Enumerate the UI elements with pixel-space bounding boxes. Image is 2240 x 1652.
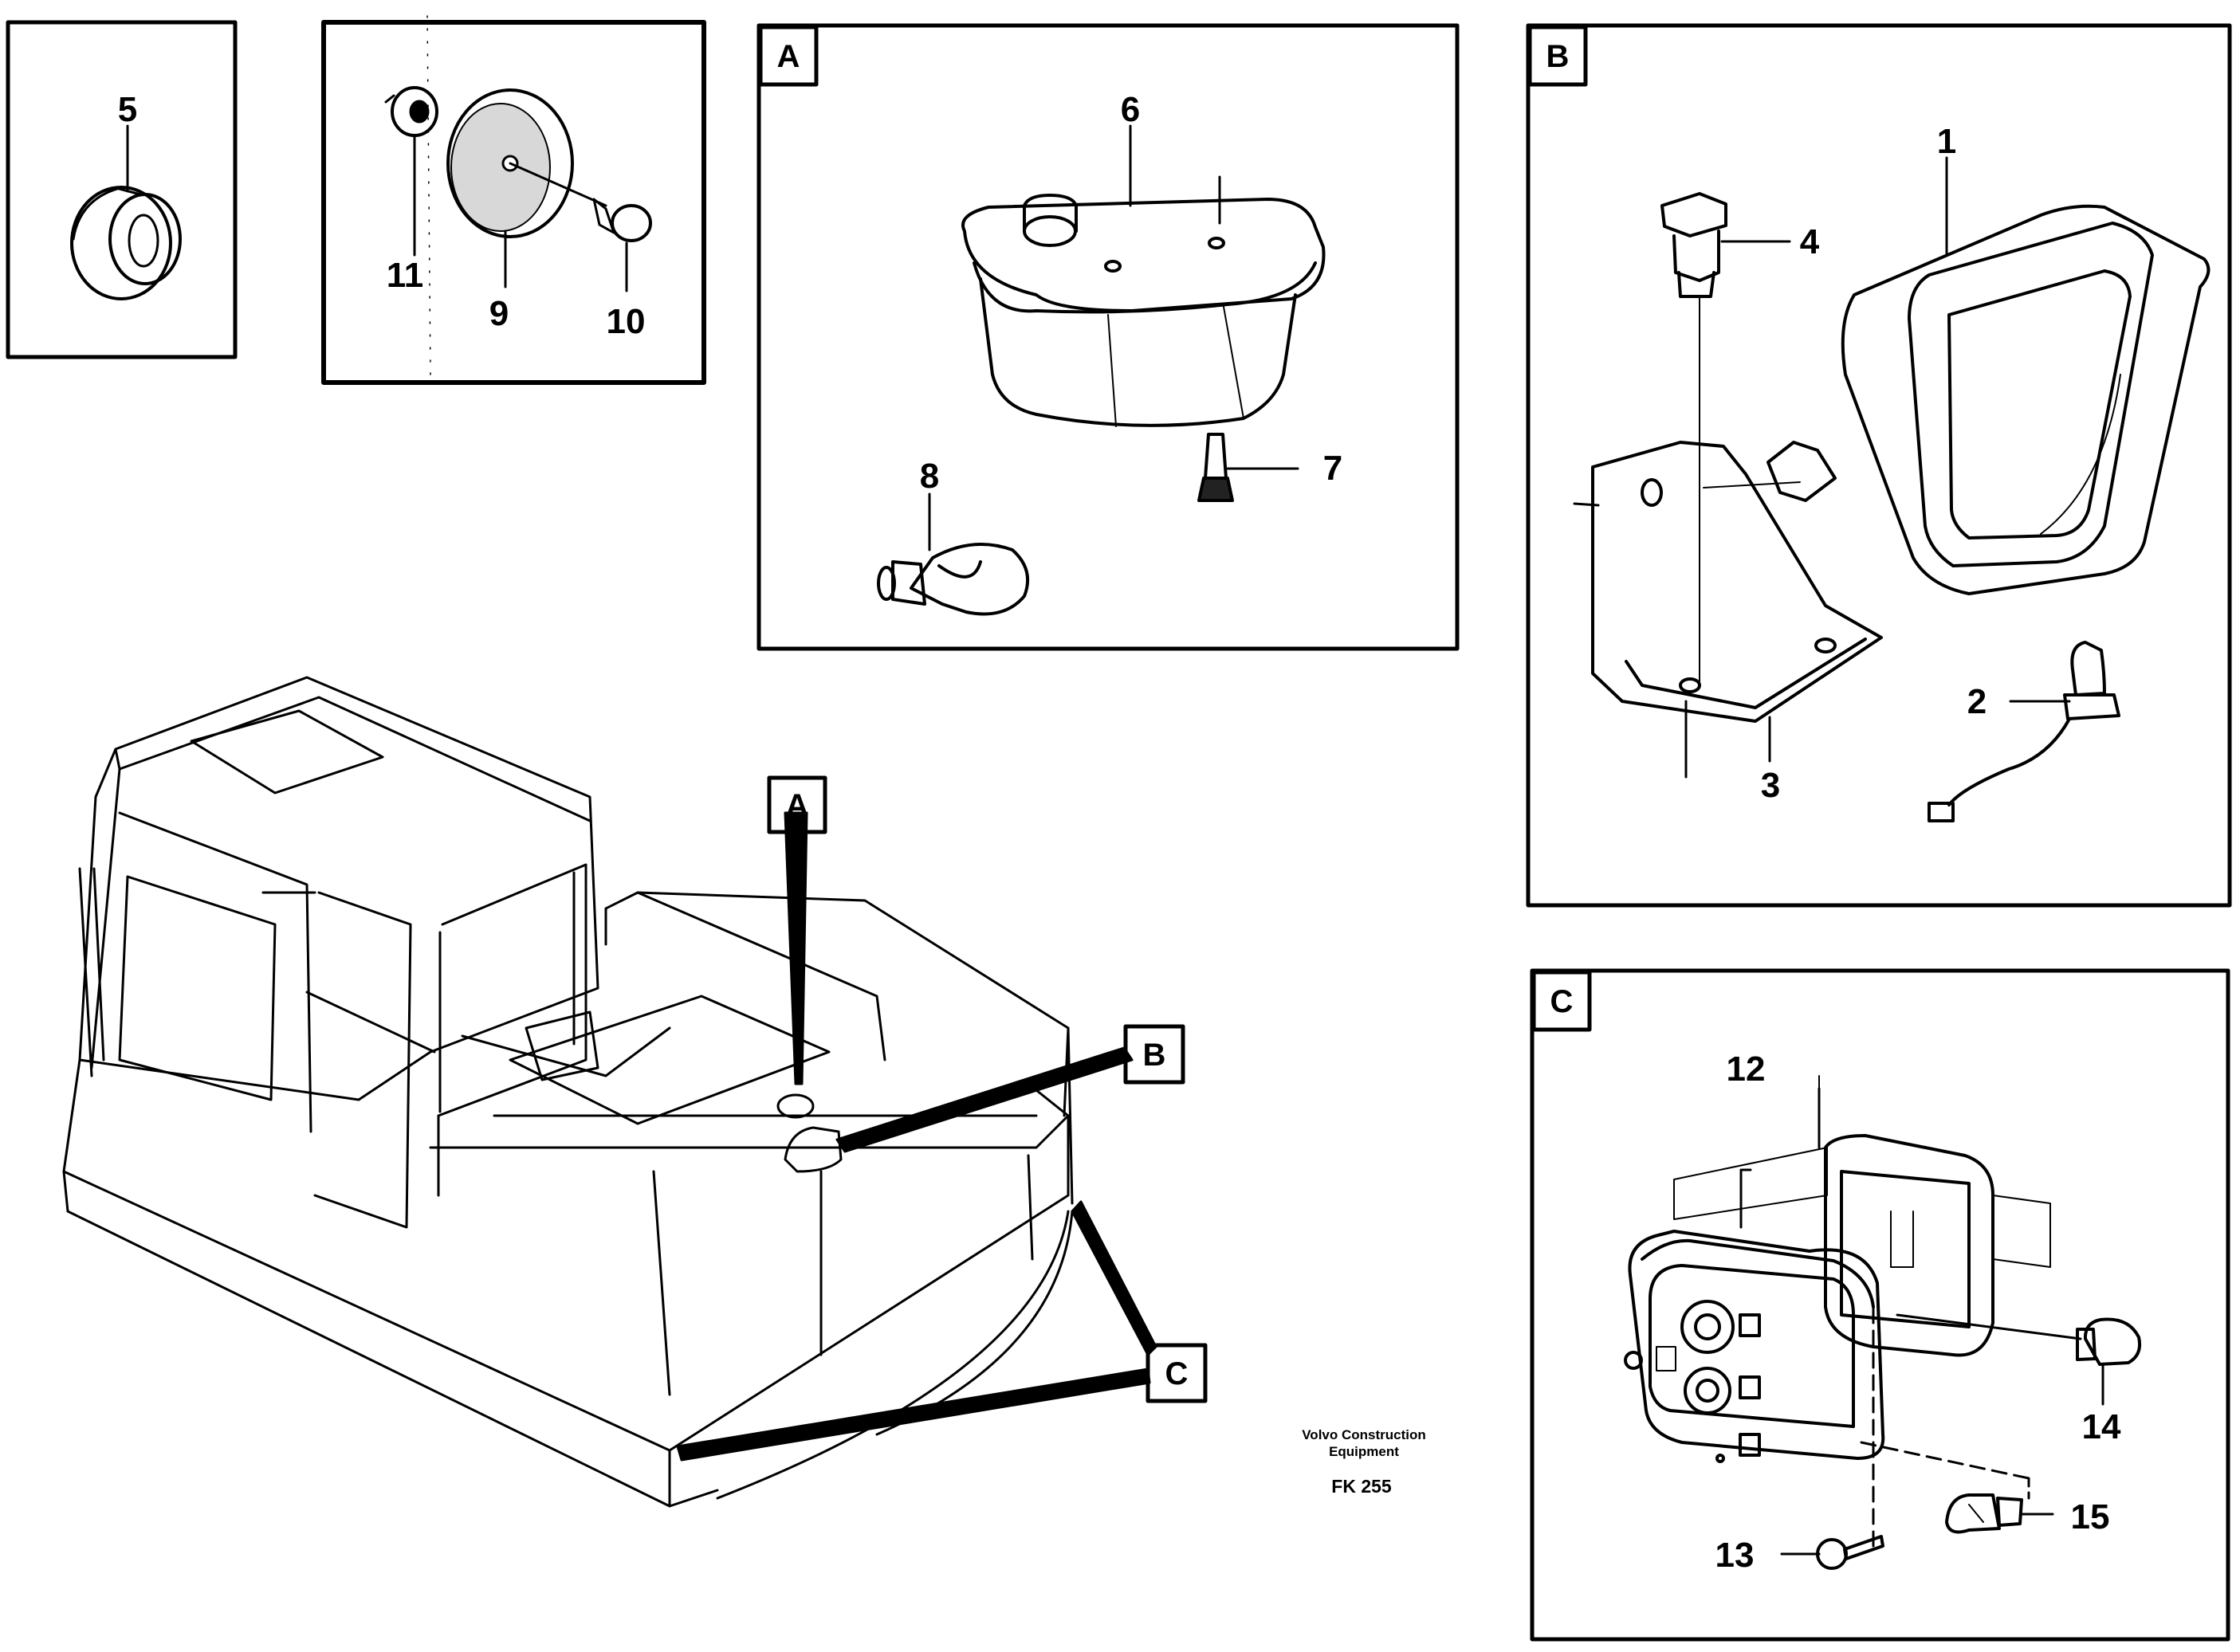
work-light-icon bbox=[1766, 204, 2211, 595]
tag-label-b: B bbox=[1546, 39, 1570, 74]
callout-7: 7 bbox=[1323, 449, 1342, 488]
screw-icon bbox=[1197, 433, 1234, 502]
tail-light-icon bbox=[1624, 1134, 2051, 1463]
detail-frame-grommet bbox=[6, 20, 238, 359]
detail-frame-a bbox=[756, 23, 1460, 651]
tag-b-marker bbox=[835, 1046, 1134, 1153]
nut-icon bbox=[384, 86, 438, 137]
detail-frame-reflector bbox=[321, 20, 706, 385]
tag-box-main-a bbox=[767, 775, 827, 834]
figure-code: FK 255 bbox=[1331, 1476, 1392, 1497]
callout-1: 1 bbox=[1937, 122, 1956, 161]
lamp-position-a bbox=[776, 1093, 815, 1119]
tag-label-main-c: C bbox=[1165, 1356, 1189, 1391]
callout-14: 14 bbox=[2082, 1407, 2121, 1446]
tag-a-marker bbox=[784, 811, 808, 1085]
callout-10: 10 bbox=[607, 302, 646, 341]
tag-box-b bbox=[1527, 25, 1588, 87]
detail-frame-c bbox=[1530, 968, 2230, 1642]
bulb-icon bbox=[877, 542, 1030, 616]
credit-line-2: Equipment bbox=[1329, 1444, 1399, 1459]
tag-label-c: C bbox=[1550, 984, 1574, 1019]
grommet-icon bbox=[70, 186, 182, 300]
tag-c-marker bbox=[676, 1200, 1157, 1462]
credit-line-1: Volvo Construction bbox=[1302, 1427, 1426, 1442]
callout-9: 9 bbox=[489, 294, 509, 333]
tag-box-c bbox=[1531, 970, 1592, 1032]
callout-15: 15 bbox=[2071, 1497, 2110, 1536]
bulb-holder-icon bbox=[1928, 641, 2120, 822]
bulb-icon bbox=[2076, 1317, 2142, 1366]
tail-light-gasket bbox=[1673, 1147, 1828, 1220]
screw-icon bbox=[592, 198, 652, 242]
tag-label-main-b: B bbox=[1143, 1038, 1166, 1073]
callout-6: 6 bbox=[1121, 90, 1140, 129]
tag-box-main-c bbox=[1146, 1343, 1208, 1403]
excavator-body-icon bbox=[62, 676, 1074, 1508]
tag-label-main-a: A bbox=[786, 788, 809, 823]
callout-8: 8 bbox=[920, 457, 939, 496]
reflector-icon bbox=[446, 88, 607, 238]
tag-box-a bbox=[758, 25, 819, 87]
tag-label-a: A bbox=[777, 39, 800, 74]
bolt-icon bbox=[1660, 192, 1727, 298]
bracket-icon bbox=[1591, 441, 1883, 723]
tag-box-main-b bbox=[1123, 1024, 1185, 1085]
callout-4: 4 bbox=[1800, 222, 1820, 261]
lamp-housing-icon bbox=[961, 194, 1326, 427]
callout-2: 2 bbox=[1967, 682, 1987, 721]
detail-frame-b bbox=[1526, 23, 2232, 908]
callout-5: 5 bbox=[118, 90, 137, 129]
callout-12: 12 bbox=[1727, 1050, 1766, 1089]
callout-13: 13 bbox=[1715, 1536, 1755, 1575]
callout-11: 11 bbox=[387, 256, 424, 295]
bulb-icon bbox=[1945, 1493, 2023, 1534]
lamp-position-b bbox=[784, 1126, 843, 1173]
callout-3: 3 bbox=[1761, 766, 1780, 805]
